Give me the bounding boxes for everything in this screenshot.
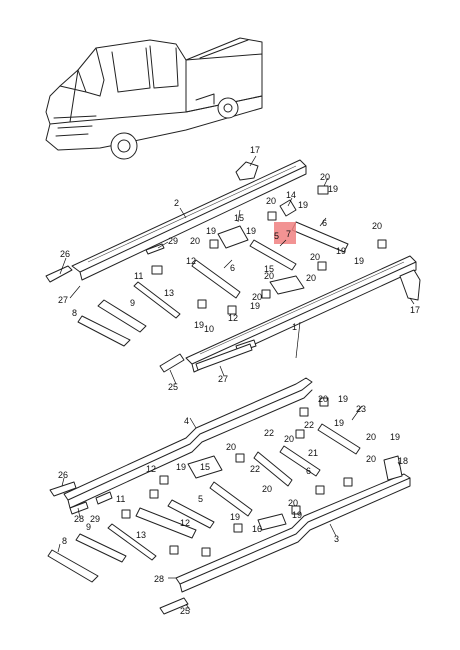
callout-29: 29	[90, 514, 100, 524]
lower-frame-assembly	[47, 377, 411, 615]
callout-20: 20	[252, 292, 262, 302]
part-3-frame-rail	[175, 473, 411, 585]
callout-27: 27	[58, 295, 68, 305]
callout-25: 25	[180, 606, 190, 616]
callout-28: 28	[154, 574, 164, 584]
callout-2: 2	[174, 198, 179, 208]
upper-frame-assembly	[45, 159, 421, 373]
callout-20: 20	[318, 394, 328, 404]
callout-4: 4	[184, 416, 189, 426]
callout-12: 12	[186, 256, 196, 266]
callout-16: 16	[252, 524, 262, 534]
callout-19: 19	[206, 226, 216, 236]
callout-19: 19	[176, 462, 186, 472]
part-17-bracket-top	[235, 161, 259, 181]
callout-21: 21	[308, 448, 318, 458]
part-8-lower	[47, 549, 99, 583]
callout-28: 28	[74, 514, 84, 524]
callout-15: 15	[200, 462, 210, 472]
callout-12: 12	[180, 518, 190, 528]
callout-19: 19	[194, 320, 204, 330]
callout-6: 6	[230, 263, 235, 273]
callout-9: 9	[130, 298, 135, 308]
callout-15: 15	[264, 264, 274, 274]
callout-19: 19	[336, 246, 346, 256]
callout-18: 18	[398, 456, 408, 466]
callout-9: 9	[86, 522, 91, 532]
callout-20: 20	[226, 442, 236, 452]
leader-lines	[57, 155, 415, 611]
callout-6: 6	[306, 466, 311, 476]
callout-20: 20	[310, 252, 320, 262]
callout-19: 19	[334, 418, 344, 428]
callout-12: 12	[228, 313, 238, 323]
callout-19: 19	[246, 226, 256, 236]
callout-20: 20	[320, 172, 330, 182]
callout-8: 8	[72, 308, 77, 318]
callout-27: 27	[218, 374, 228, 384]
callout-19: 19	[292, 510, 302, 520]
callout-22: 22	[250, 464, 260, 474]
callout-12: 12	[146, 464, 156, 474]
callout-20: 20	[264, 271, 274, 281]
callout-20: 20	[372, 221, 382, 231]
callout-20: 20	[366, 432, 376, 442]
callout-19: 19	[390, 432, 400, 442]
callout-19: 19	[230, 512, 240, 522]
callout-19: 19	[328, 184, 338, 194]
callout-13: 13	[136, 530, 146, 540]
callout-6: 6	[322, 218, 327, 228]
part-25-lower	[159, 597, 189, 615]
part-26-upper	[45, 265, 73, 283]
callout-19: 19	[354, 256, 364, 266]
callout-10: 10	[204, 324, 214, 334]
callout-3: 3	[334, 534, 339, 544]
callout-26: 26	[60, 249, 70, 259]
callout-20: 20	[366, 454, 376, 464]
callout-20: 20	[266, 196, 276, 206]
part-25-upper	[159, 353, 185, 373]
callout-20: 20	[288, 498, 298, 508]
callout-labels: 17 2 14 20 19 20 19 15 7 5 6 19 19 20 26…	[58, 145, 420, 616]
callout-25: 25	[168, 382, 178, 392]
callout-17: 17	[250, 145, 260, 155]
callout-8: 8	[62, 536, 67, 546]
callout-5: 5	[274, 231, 279, 241]
highlighted-part-7	[274, 222, 296, 244]
callout-11: 11	[116, 494, 125, 504]
callout-15: 15	[234, 213, 244, 223]
callout-26: 26	[58, 470, 68, 480]
callout-22: 22	[304, 420, 314, 430]
callout-23: 23	[356, 404, 366, 414]
part-4-frame-rail	[63, 377, 313, 501]
callout-20: 20	[262, 484, 272, 494]
callout-7: 7	[286, 229, 291, 239]
callout-11: 11	[134, 271, 143, 281]
part-26-lower	[49, 481, 77, 497]
part-6-crossmember-a	[191, 259, 241, 299]
callout-22: 22	[264, 428, 274, 438]
callout-17: 17	[410, 305, 420, 315]
callout-5: 5	[198, 494, 203, 504]
callout-20: 20	[306, 273, 316, 283]
callout-19: 19	[250, 301, 260, 311]
callout-19: 19	[338, 394, 348, 404]
van-illustration	[45, 37, 263, 160]
callout-20: 20	[284, 434, 294, 444]
part-13-upper	[133, 281, 181, 319]
part-17-bracket-right	[399, 269, 421, 301]
callout-20: 20	[190, 236, 200, 246]
part-6-lower	[209, 481, 253, 517]
callout-13: 13	[164, 288, 174, 298]
callout-29: 29	[168, 236, 178, 246]
callout-19: 19	[298, 200, 308, 210]
callout-14: 14	[286, 190, 296, 200]
part-8-upper	[77, 315, 131, 347]
callout-1: 1	[292, 322, 297, 332]
